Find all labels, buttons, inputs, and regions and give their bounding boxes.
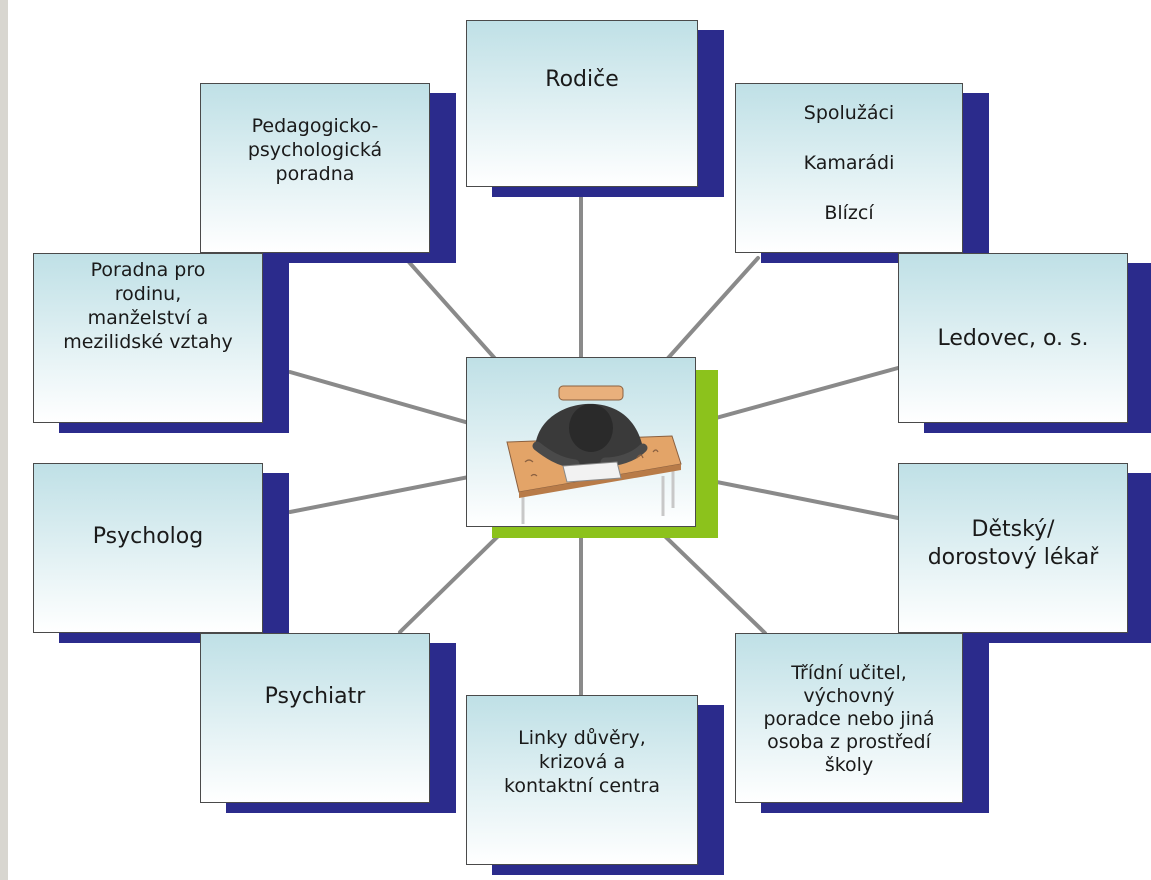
- node-label: osoba z prostředí: [767, 731, 931, 753]
- node-label: Psychiatr: [264, 684, 366, 709]
- node-box: Poradna pro rodinu, manželství a mezilid…: [33, 253, 263, 423]
- node-spoluzaci: Spolužáci Kamarádi Blízcí: [735, 83, 989, 263]
- node-label: psychologická: [247, 139, 383, 161]
- node-detsky-lekar: Dětský/ dorostový lékař: [898, 463, 1151, 643]
- node-label: Dětský/: [971, 517, 1055, 542]
- center-node: [466, 357, 718, 538]
- node-box: Spolužáci Kamarádi Blízcí: [735, 83, 963, 253]
- node-label: mezilidské vztahy: [63, 331, 233, 353]
- node-box: Psycholog: [33, 463, 263, 633]
- student-at-desk-illustration: [506, 385, 682, 524]
- center-box: [466, 357, 696, 527]
- node-label: Kamarádi: [803, 152, 895, 174]
- node-label: Psycholog: [92, 524, 204, 549]
- node-label: poradna: [275, 163, 355, 185]
- node-box: Pedagogicko- psychologická poradna: [200, 83, 430, 253]
- node-label: školy: [824, 754, 874, 776]
- node-box: Rodiče: [466, 20, 698, 187]
- node-label: Rodiče: [545, 67, 619, 92]
- node-label: rodinu,: [114, 283, 182, 305]
- node-box: Třídní učitel, výchovný poradce nebo jin…: [735, 633, 963, 803]
- node-poradna-rodina: Poradna pro rodinu, manželství a mezilid…: [33, 253, 289, 433]
- node-label: poradce nebo jiná: [763, 708, 935, 730]
- node-box: Psychiatr: [200, 633, 430, 803]
- node-rodice: Rodiče: [466, 20, 724, 197]
- node-label: Spolužáci: [803, 102, 895, 124]
- node-label: dorostový lékař: [927, 545, 1099, 570]
- node-label: Třídní učitel,: [791, 662, 907, 684]
- node-linky: Linky důvěry, krizová a kontaktní centra: [466, 695, 724, 875]
- node-label: Blízcí: [824, 202, 874, 224]
- node-ppp: Pedagogicko- psychologická poradna: [200, 83, 456, 263]
- node-label: Linky důvěry,: [518, 727, 646, 749]
- node-box: Dětský/ dorostový lékař: [898, 463, 1128, 633]
- node-psycholog: Psycholog: [33, 463, 289, 643]
- node-label: manželství a: [87, 307, 209, 329]
- node-label: výchovný: [803, 685, 895, 707]
- node-label: krizová a: [538, 751, 626, 773]
- node-box: Ledovec, o. s.: [898, 253, 1128, 423]
- node-label: Ledovec, o. s.: [937, 326, 1089, 351]
- node-label: kontaktní centra: [504, 775, 660, 797]
- node-label: Pedagogicko-: [251, 115, 379, 137]
- node-ledovec: Ledovec, o. s.: [898, 253, 1151, 433]
- node-psychiatr: Psychiatr: [200, 633, 456, 813]
- node-box: Linky důvěry, krizová a kontaktní centra: [466, 695, 698, 865]
- node-label: Poradna pro: [90, 259, 206, 281]
- node-tridni-ucitel: Třídní učitel, výchovný poradce nebo jin…: [735, 633, 989, 813]
